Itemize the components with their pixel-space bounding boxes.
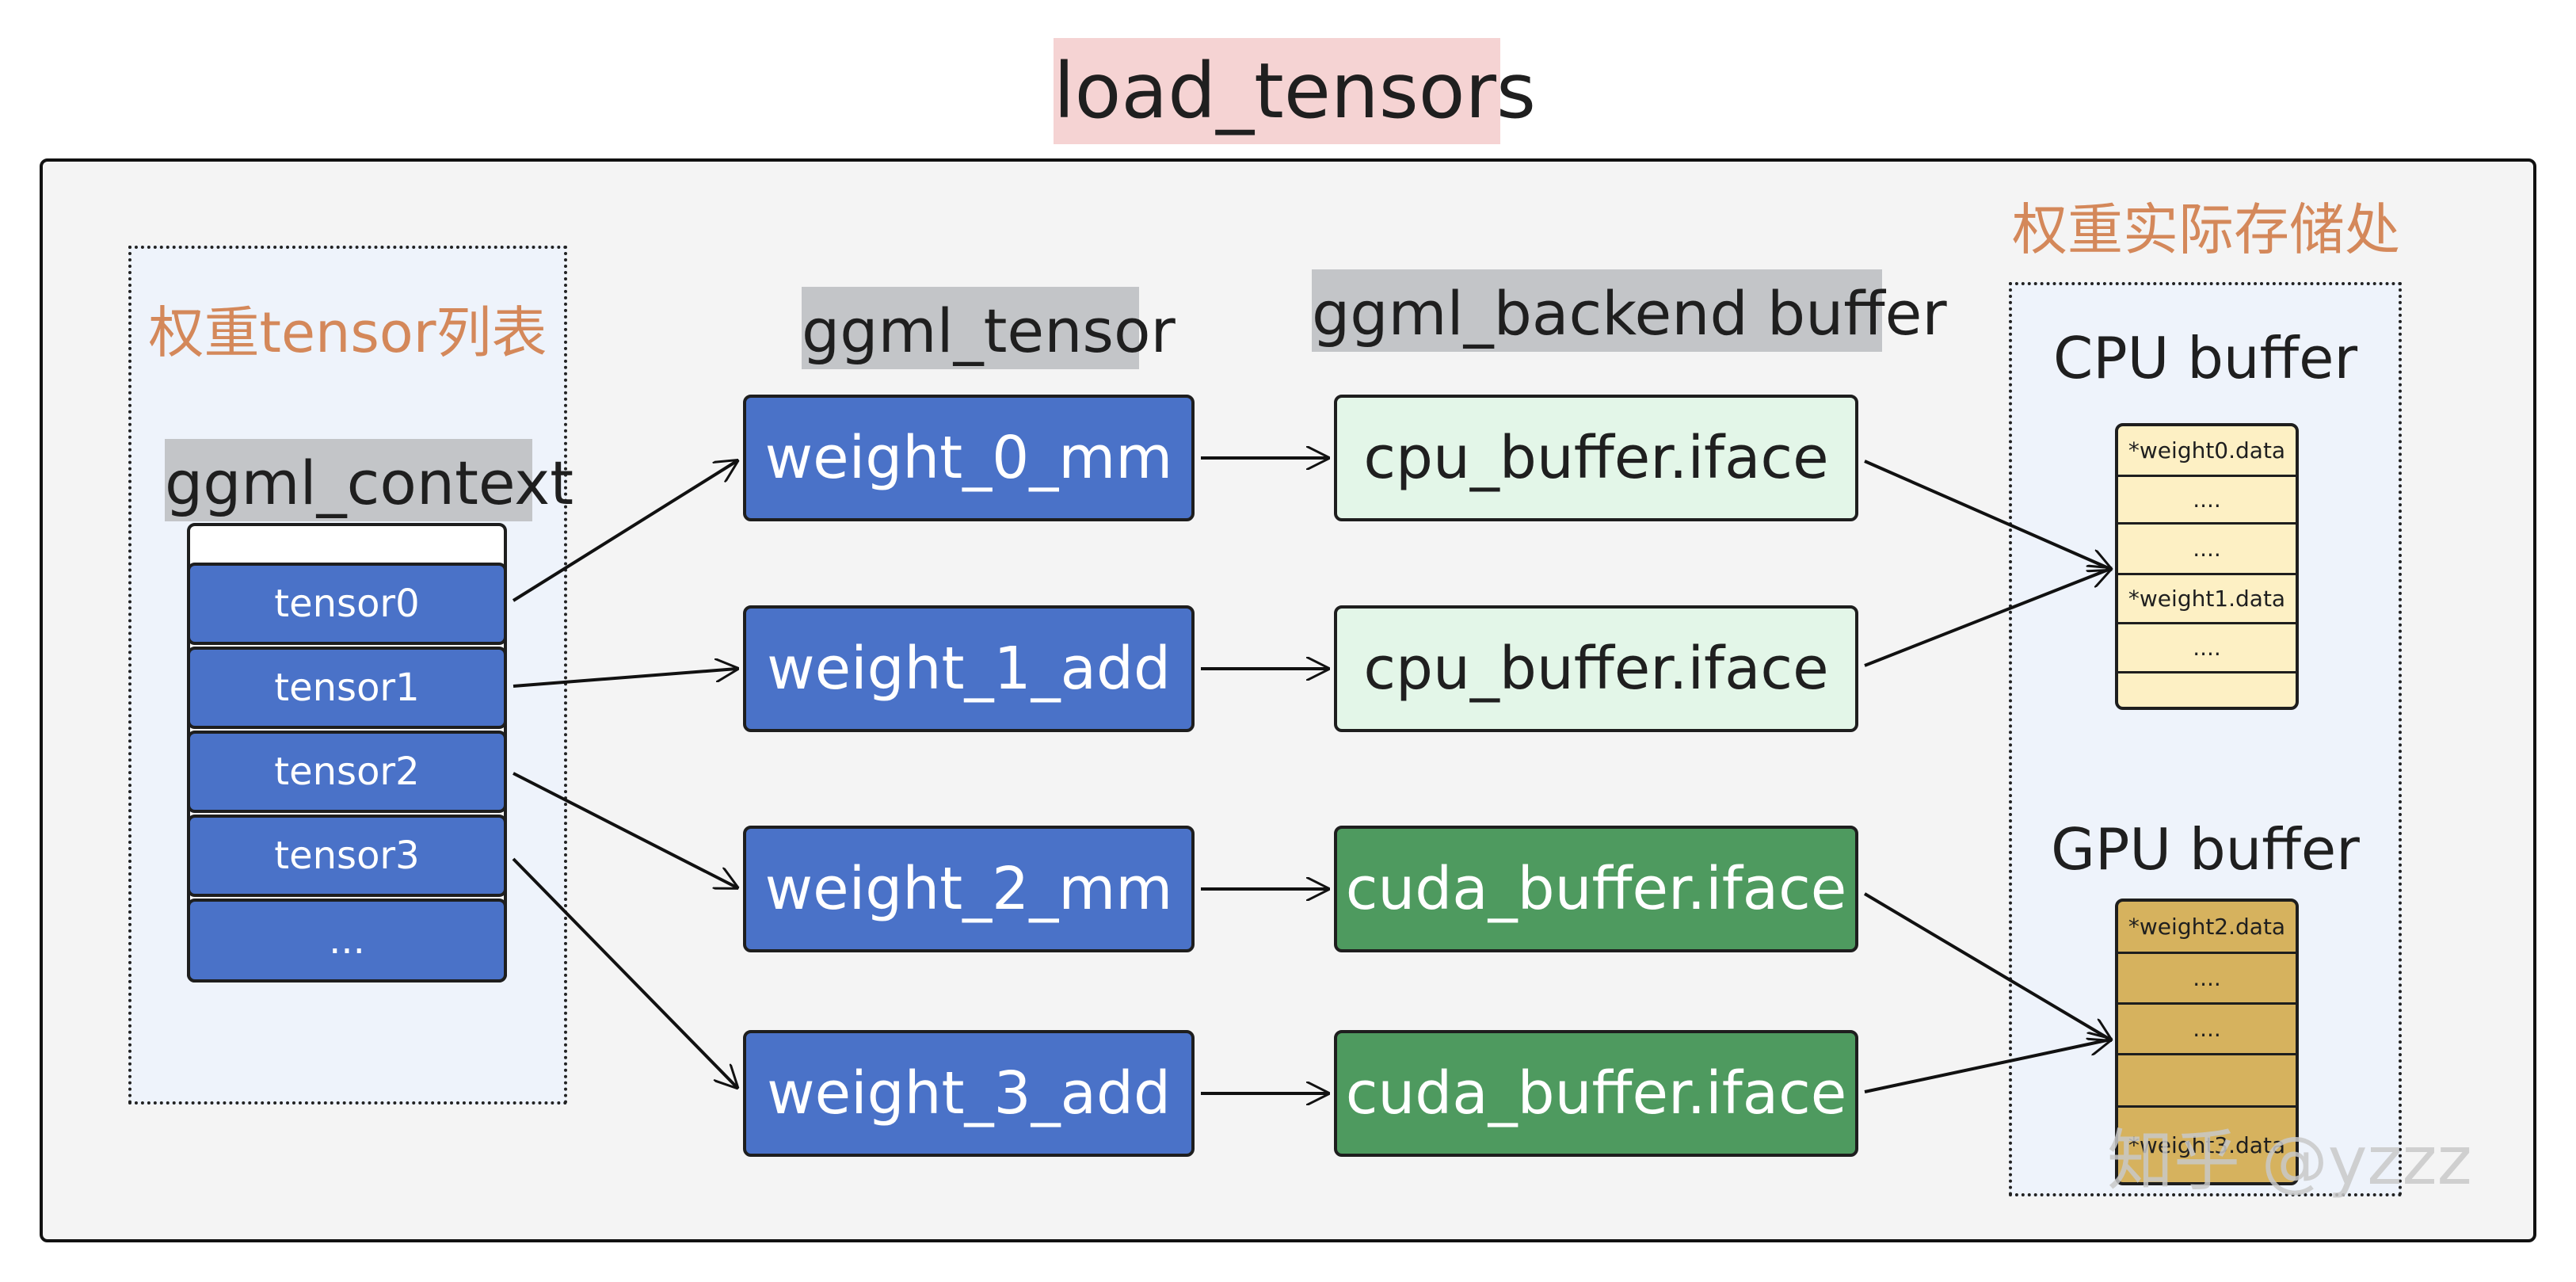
gpu-buffer-label: GPU buffer — [2051, 816, 2360, 883]
cuda-iface-box: cuda_buffer.iface — [1334, 1030, 1858, 1157]
arrow-tensor2-weight2 — [513, 772, 737, 887]
storage-heading: 权重实际存储处 — [2012, 197, 2400, 262]
arrow-tensor0-weight0 — [512, 461, 737, 602]
memory-cell: .... — [2118, 525, 2296, 575]
arrow-iface2-gpu — [1863, 892, 2110, 1040]
memory-cell: *weight3.data — [2128, 1131, 2286, 1158]
arrow-iface1-cpu — [1864, 569, 2110, 667]
tensor-row: tensor3 — [187, 815, 507, 897]
tensor-row: ... — [187, 899, 507, 982]
cuda-iface-box: cuda_buffer.iface — [1334, 826, 1858, 952]
watermark: 知乎 @yzzz — [2107, 1122, 2472, 1200]
diagram-title: load_tensors — [1054, 38, 1536, 144]
arrow-iface0-cpu — [1864, 460, 2110, 569]
tensor-row: tensor0 — [187, 563, 507, 645]
memory-cell: .... — [2118, 954, 2296, 1005]
tensor-row: tensor1 — [187, 647, 507, 729]
memory-cell — [2118, 1055, 2296, 1108]
backend-buffer-label: ggml_backend buffer — [1312, 269, 1947, 352]
tensor-list-heading: 权重tensor列表 — [148, 300, 547, 365]
tensor-row: tensor2 — [187, 731, 507, 813]
cpu-memory-block: *weight0.data .... .... *weight1.data ..… — [2115, 423, 2299, 710]
memory-cell: .... — [2118, 624, 2296, 673]
arrow-iface3-gpu — [1864, 1040, 2110, 1093]
memory-cell: *weight2.data — [2118, 902, 2296, 954]
memory-cell: *weight1.data — [2118, 575, 2296, 624]
context-label: ggml_context — [165, 439, 574, 521]
memory-cell: *weight0.data — [2118, 426, 2296, 477]
cpu-buffer-label: CPU buffer — [2052, 325, 2358, 391]
arrow-tensor1-weight1 — [513, 669, 737, 688]
weight-box: weight_2_mm — [743, 826, 1195, 952]
weight-box: weight_3_add — [743, 1030, 1195, 1157]
arrow-tensor3-weight3 — [512, 857, 737, 1087]
weight-box: weight_1_add — [743, 605, 1195, 732]
memory-cell: .... — [2118, 477, 2296, 525]
ggml-tensor-label: ggml_tensor — [802, 287, 1176, 369]
cpu-iface-box: cpu_buffer.iface — [1334, 605, 1858, 732]
memory-cell: .... — [2118, 1005, 2296, 1055]
cpu-iface-box: cpu_buffer.iface — [1334, 395, 1858, 521]
gpu-memory-block: *weight2.data .... .... *weight3.data — [2115, 899, 2299, 1185]
weight-box: weight_0_mm — [743, 395, 1195, 521]
